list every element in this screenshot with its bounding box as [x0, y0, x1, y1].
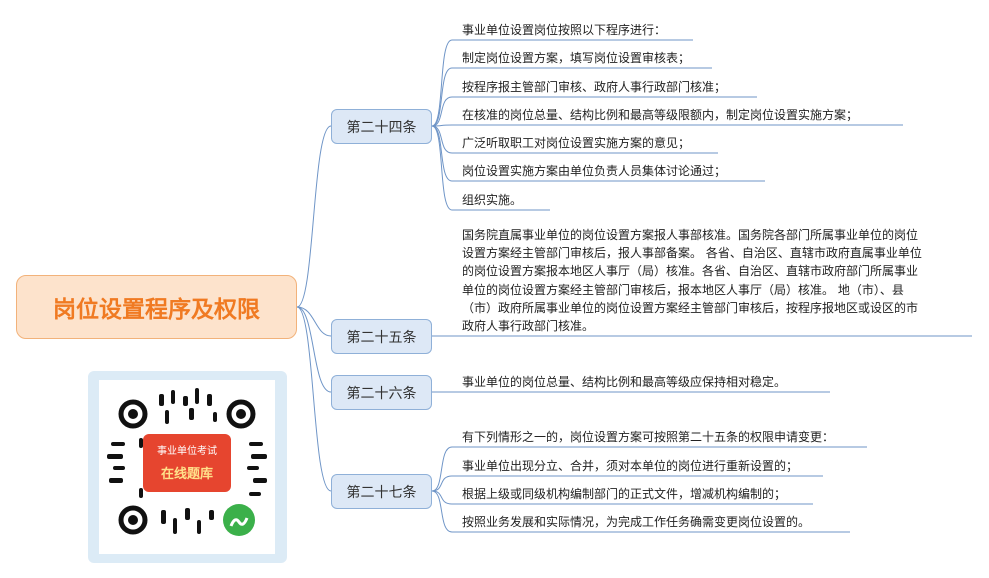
article-25-node: 第二十五条 — [331, 319, 432, 354]
article-26-item: 事业单位的岗位总量、结构比例和最高等级应保持相对稳定。 — [462, 375, 787, 389]
article-27-item: 有下列情形之一的，岗位设置方案可按照第二十五条的权限申请变更： — [462, 430, 835, 444]
article-24-item: 岗位设置实施方案由单位负责人员集体讨论通过； — [462, 164, 727, 178]
qr-pattern-icon — [107, 388, 267, 536]
article-24-item: 按程序报主管部门审核、政府人事行政部门核准； — [462, 80, 727, 94]
article-24-item: 制定岗位设置方案，填写岗位设置审核表； — [462, 51, 691, 65]
qr-badge: 事业单位考试 在线题库 — [143, 434, 231, 492]
article-27-item: 事业单位出现分立、合并，须对本单位的岗位进行重新设置的； — [462, 459, 799, 473]
article-25-text: 国务院直属事业单位的岗位设置方案报人事部核准。国务院各部门所属事业单位的岗位 设… — [462, 228, 922, 334]
article-24-node: 第二十四条 — [331, 109, 432, 144]
qr-badge-line1: 事业单位考试 — [157, 446, 217, 457]
article-24-item: 事业单位设置岗位按照以下程序进行： — [462, 23, 667, 37]
article-27-item: 根据上级或同级机构编制部门的正式文件，增减机构编制的； — [462, 487, 787, 501]
root-topic: 岗位设置程序及权限 — [16, 275, 297, 339]
qr-badge-line2: 在线题库 — [160, 467, 213, 482]
article-27-item: 按照业务发展和实际情况，为完成工作任务确需变更岗位设置的。 — [462, 515, 811, 529]
article-24-item: 广泛听取职工对岗位设置实施方案的意见； — [462, 136, 691, 150]
article-27-node: 第二十七条 — [331, 474, 432, 509]
article-26-node: 第二十六条 — [331, 375, 432, 410]
article-24-item: 在核准的岗位总量、结构比例和最高等级限额内，制定岗位设置实施方案； — [462, 108, 859, 122]
article-24-item: 组织实施。 — [462, 193, 523, 207]
